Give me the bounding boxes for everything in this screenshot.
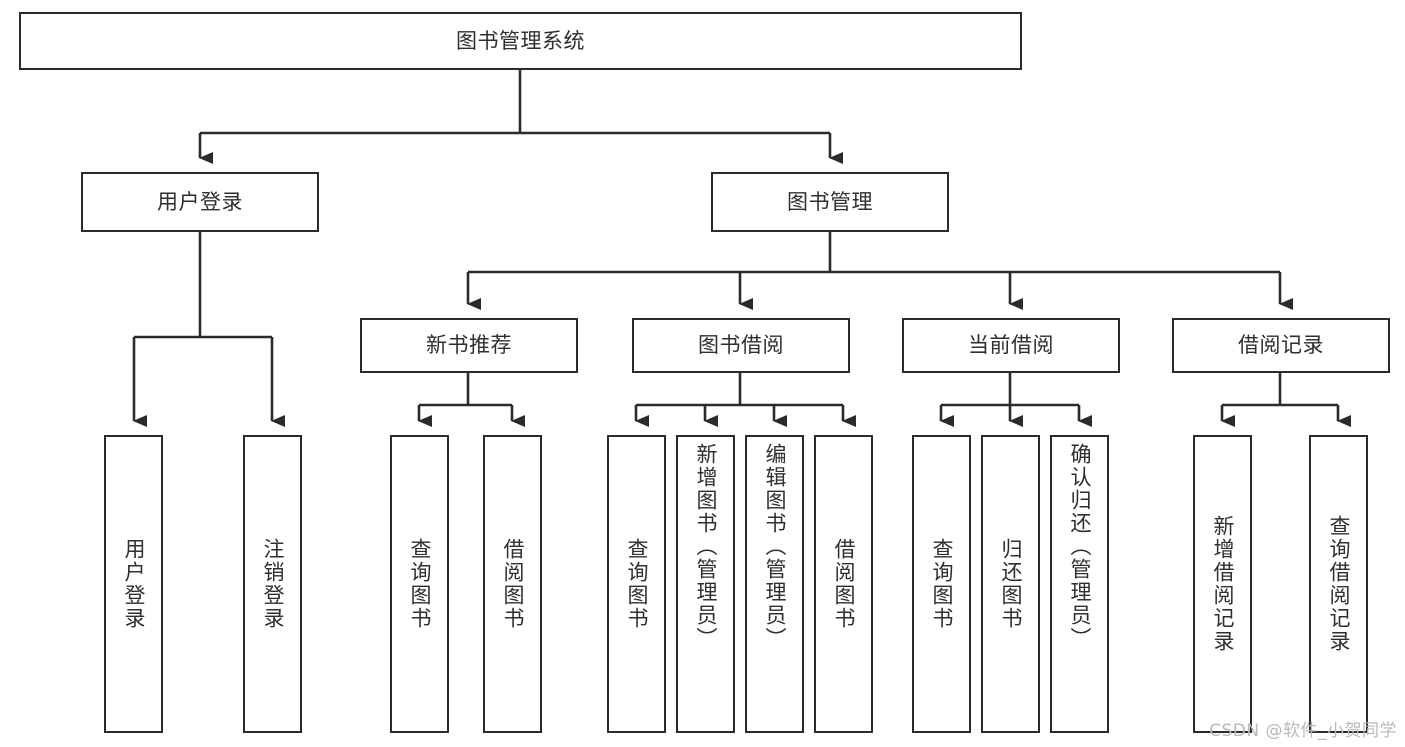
leaf-current-borrow-return[interactable]: 归还图书 bbox=[981, 435, 1040, 733]
leaf-borrow-record-query[interactable]: 查询借阅记录 bbox=[1309, 435, 1368, 733]
node-label: 注销登录 bbox=[260, 538, 285, 630]
node-label: 用户登录 bbox=[157, 189, 243, 214]
node-label: 当前借阅 bbox=[968, 333, 1054, 358]
node-label: 用户登录 bbox=[121, 538, 146, 630]
leaf-current-borrow-confirm-admin[interactable]: 确认归还（管理员） bbox=[1050, 435, 1109, 733]
leaf-book-borrow-add-admin[interactable]: 新增图书（管理员） bbox=[676, 435, 735, 733]
leaf-user-login-logout[interactable]: 注销登录 bbox=[243, 435, 302, 733]
node-current-borrow[interactable]: 当前借阅 bbox=[902, 318, 1120, 373]
leaf-user-login-login[interactable]: 用户登录 bbox=[104, 435, 163, 733]
node-label: 查询图书 bbox=[929, 538, 954, 630]
watermark: CSDN @软件_小贺同学 bbox=[1209, 721, 1397, 741]
node-book-borrow[interactable]: 图书借阅 bbox=[632, 318, 850, 373]
node-label: 查询图书 bbox=[624, 538, 649, 630]
node-label: 查询借阅记录 bbox=[1326, 515, 1351, 653]
node-label: 图书借阅 bbox=[698, 333, 784, 358]
node-borrow-record[interactable]: 借阅记录 bbox=[1172, 318, 1390, 373]
leaf-book-borrow-edit-admin[interactable]: 编辑图书（管理员） bbox=[745, 435, 804, 733]
node-label: 新增借阅记录 bbox=[1210, 515, 1235, 653]
node-root-book-management-system[interactable]: 图书管理系统 bbox=[19, 12, 1022, 70]
node-label: 图书管理系统 bbox=[456, 28, 585, 53]
node-label: 编辑图书（管理员） bbox=[762, 443, 787, 650]
leaf-book-borrow-borrow[interactable]: 借阅图书 bbox=[814, 435, 873, 733]
node-label: 归还图书 bbox=[998, 538, 1023, 630]
node-label: 借阅记录 bbox=[1238, 333, 1324, 358]
leaf-borrow-record-add[interactable]: 新增借阅记录 bbox=[1193, 435, 1252, 733]
node-label: 新增图书（管理员） bbox=[693, 443, 718, 650]
node-label: 借阅图书 bbox=[831, 538, 856, 630]
node-label: 查询图书 bbox=[407, 538, 432, 630]
node-book-management[interactable]: 图书管理 bbox=[711, 172, 949, 232]
node-label: 图书管理 bbox=[787, 189, 873, 214]
node-label: 借阅图书 bbox=[500, 538, 525, 630]
leaf-new-book-borrow[interactable]: 借阅图书 bbox=[483, 435, 542, 733]
node-user-login[interactable]: 用户登录 bbox=[81, 172, 319, 232]
leaf-new-book-query[interactable]: 查询图书 bbox=[390, 435, 449, 733]
node-label: 确认归还（管理员） bbox=[1067, 443, 1092, 650]
node-new-book-recommend[interactable]: 新书推荐 bbox=[360, 318, 578, 373]
leaf-current-borrow-query[interactable]: 查询图书 bbox=[912, 435, 971, 733]
leaf-book-borrow-query[interactable]: 查询图书 bbox=[607, 435, 666, 733]
node-label: 新书推荐 bbox=[426, 333, 512, 358]
